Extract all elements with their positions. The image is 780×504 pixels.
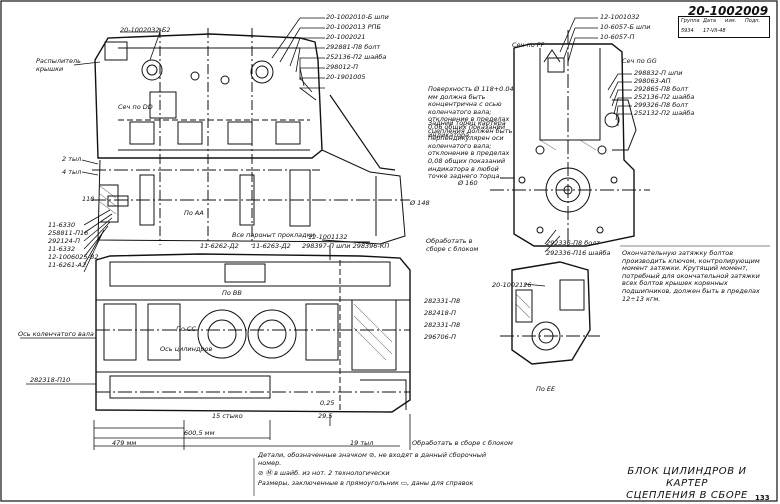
callout-top-1: 20-1002010-Б шпи bbox=[326, 13, 389, 21]
leader-lines-right bbox=[523, 17, 632, 287]
callout-mid-2: 298397-П шпи 298396-КП bbox=[302, 242, 390, 250]
leader-lines-top bbox=[73, 17, 325, 273]
callout-top-5: 252136-П2 шайба bbox=[326, 53, 387, 61]
note-concentricity: Поверхность Ø 118+0.04 мм должна быть ко… bbox=[428, 85, 514, 139]
callout-right-8: 299326-П8 болт bbox=[634, 101, 689, 109]
dim-10: Ø 148 bbox=[410, 199, 430, 207]
page-number: 133 bbox=[755, 494, 770, 502]
callout-right-6: 292865-П8 болт bbox=[634, 85, 689, 93]
block-front-view bbox=[490, 30, 650, 250]
label-section-cc: По СС bbox=[176, 325, 197, 333]
callout-mid-1: 11-6263-Д2 bbox=[252, 242, 291, 250]
callout-ee-1: 292336-П8 болт bbox=[546, 239, 601, 247]
callout-left-0: Распылитель крышки bbox=[36, 57, 82, 73]
dim-3: 479 мм bbox=[112, 439, 137, 447]
note-bottom-1: Детали, обозначенные значком ⊘, не входя… bbox=[258, 451, 487, 467]
callout-left-7: 12-1006025-В2 bbox=[48, 253, 99, 261]
section-ee-view bbox=[500, 261, 600, 365]
callout-mid-3: 12-1001132 bbox=[308, 233, 348, 241]
callout-lower-left-2: 282318-П10 bbox=[30, 376, 71, 384]
callout-right-2: 10-6057-П bbox=[600, 33, 635, 41]
dim-1: 15 стыко bbox=[212, 412, 243, 420]
callout-left-6: 11-6332 bbox=[48, 245, 76, 253]
title-line-1: БЛОК ЦИЛИНДРОВ И КАРТЕР bbox=[627, 466, 747, 489]
note-bottom-2: ⊘ Ⓜ в шайб. из нот. 2 технологически bbox=[258, 469, 390, 477]
stamp-value-2: 17-VII-48 bbox=[703, 28, 726, 34]
callout-top-0: 20-1002032-Б2 bbox=[120, 26, 171, 34]
callout-lower-right-2: 282331-П8 bbox=[424, 321, 461, 329]
block-side-view bbox=[92, 28, 410, 245]
callout-mid-5: Обработать в сборе с блоком bbox=[426, 237, 479, 253]
callout-top-2: 20-1002013 РПБ bbox=[326, 23, 381, 31]
stamp-header-4: Подп. bbox=[745, 18, 761, 24]
label-section-aa: По АА bbox=[184, 209, 204, 217]
label-section-dd: Сеч по DD bbox=[118, 103, 153, 111]
callout-left-4: 258811-П16 bbox=[48, 229, 89, 237]
label-section-ff: Сеч по FF bbox=[512, 41, 545, 49]
dim-8: Ø 160 bbox=[458, 179, 478, 187]
callout-ee-2: 292336-П16 шайба bbox=[546, 249, 611, 257]
block-section-view bbox=[95, 245, 411, 413]
callout-ee-0: 20-1002126 bbox=[492, 281, 532, 289]
callout-top-3: 20-1002021 bbox=[326, 33, 366, 41]
dim-6: 29,5 bbox=[318, 412, 333, 420]
note-bottom-3: Размеры, заключенные в прямоугольник ▭, … bbox=[258, 479, 474, 487]
stamp-header-1: Группа bbox=[681, 18, 700, 24]
callout-top-6: 298012-П bbox=[326, 63, 359, 71]
callout-left-2: 4 тыл bbox=[62, 168, 82, 176]
stamp-header-2: Дата bbox=[703, 18, 716, 24]
dimension-lines bbox=[20, 337, 411, 450]
dim-7: 0,25 bbox=[320, 399, 335, 407]
callout-right-5: 298063-АП bbox=[634, 77, 671, 85]
callout-left-1: 2 тыл bbox=[62, 155, 82, 163]
callout-lower-right-0: 282331-П8 bbox=[424, 297, 461, 305]
callout-mid-4: Все пароныт прокладки bbox=[232, 231, 315, 239]
callout-axis-cylinders: Ось цилиндров bbox=[160, 345, 213, 353]
label-section-ee: По ЕЕ bbox=[536, 385, 556, 393]
callout-left-8: 11-6261-А2 bbox=[48, 261, 87, 269]
title-line-2: СЦЕПЛЕНИЯ В СБОРЕ bbox=[626, 490, 748, 501]
callout-left-5: 292124-П bbox=[48, 237, 81, 245]
callout-mid-0: 11-6262-Д2 bbox=[200, 242, 239, 250]
callout-right-0: 12-1001032 bbox=[600, 13, 640, 21]
callout-lower-right-3: 296706-П bbox=[424, 333, 457, 341]
callout-right-9: 252132-П2 шайба bbox=[634, 109, 695, 117]
dim-4: 600,5 мм bbox=[184, 429, 215, 437]
dim-2: 118 bbox=[82, 195, 95, 203]
hatching bbox=[99, 139, 597, 361]
revision-stamp: Группа Дата изм. Подп. 5934 17-VII-48 bbox=[678, 16, 770, 38]
callout-left-3: 11-6330 bbox=[48, 221, 76, 229]
callout-axis-crankshaft: Ось коленчатого вала bbox=[18, 330, 94, 338]
dim-9: Обработать в сборе с блоком bbox=[412, 439, 513, 447]
callout-top-4: 292881-П8 болт bbox=[326, 43, 381, 51]
callout-right-4: 298832-П шпи bbox=[634, 69, 683, 77]
callout-right-1: 10-6057-Б шпи bbox=[600, 23, 651, 31]
note-perpendicularity: Задний торец картера сцепления должен бы… bbox=[428, 119, 513, 181]
stamp-header-3: изм. bbox=[725, 18, 737, 24]
document-number: 20-1002009 bbox=[688, 4, 769, 18]
callout-right-7: 252136-П2 шайба bbox=[634, 93, 695, 101]
dim-5: 19 тыл bbox=[350, 439, 374, 447]
callout-lower-right-1: 282418-П bbox=[424, 309, 457, 317]
note-tightening: Окончательную затяжку болтов производить… bbox=[622, 249, 760, 303]
drawing-title: БЛОК ЦИЛИНДРОВ И КАРТЕР СЦЕПЛЕНИЯ В СБОР… bbox=[612, 466, 762, 502]
label-section-gg: Сеч по GG bbox=[622, 57, 657, 65]
stamp-value-1: 5934 bbox=[681, 28, 694, 34]
label-section-bb: По ВВ bbox=[222, 289, 242, 297]
callout-top-7: 20-1901005 bbox=[326, 73, 366, 81]
